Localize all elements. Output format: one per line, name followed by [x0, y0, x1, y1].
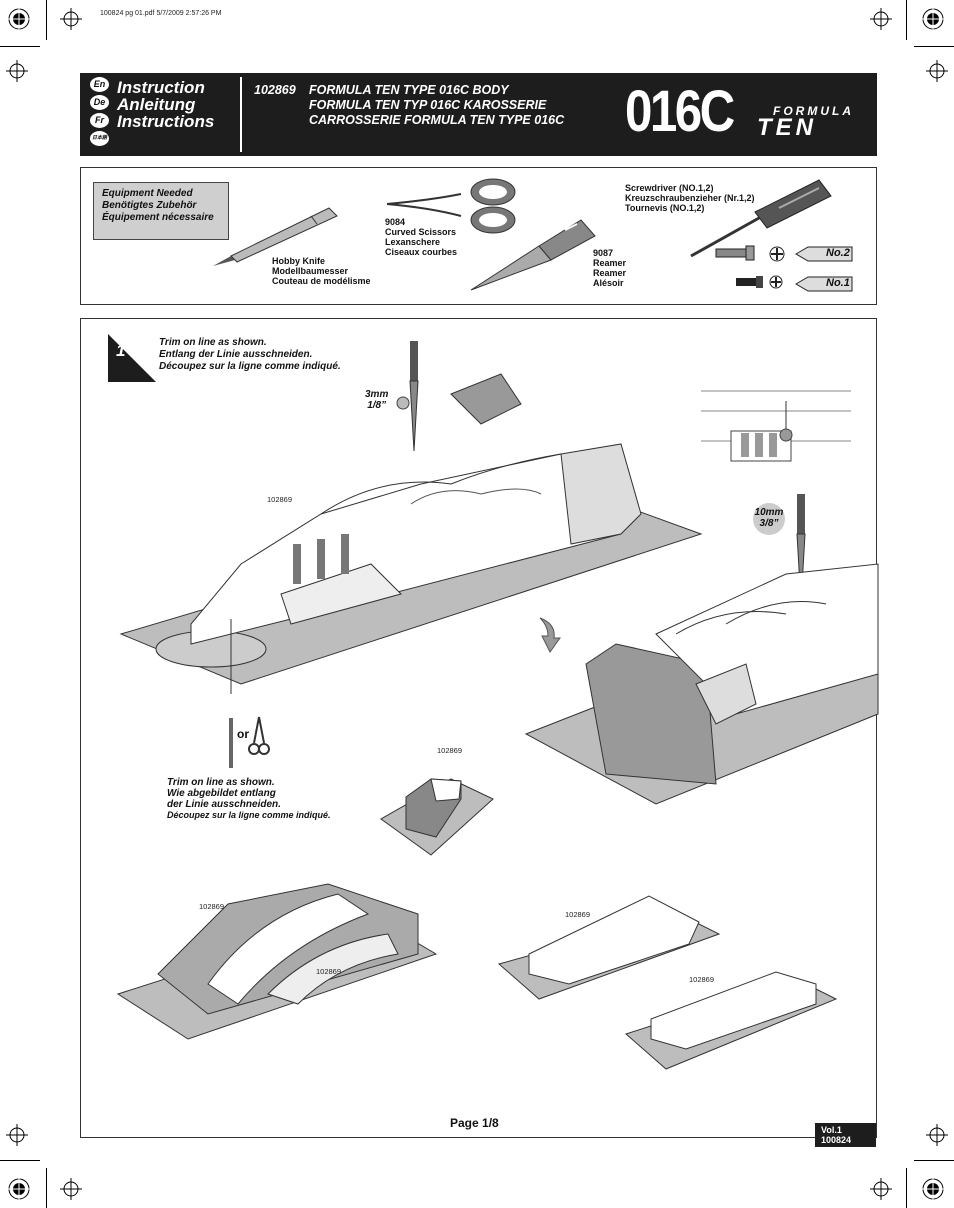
nose-part-illustration	[497, 895, 721, 1000]
crosshair-mark-icon	[60, 8, 82, 30]
hobby-knife-icon	[213, 207, 338, 266]
language-badge-de: De	[90, 95, 109, 110]
phillips-head-small-icon	[769, 275, 783, 289]
language-badge-en: En	[90, 77, 109, 92]
language-badge-fr: Fr	[90, 113, 109, 128]
equipment-heading-de: Benötigtes Zubehör	[102, 200, 197, 211]
bit-no2-icon	[795, 246, 853, 262]
equipment-panel: Equipment Needed Benötigtes Zubehör Équi…	[80, 167, 877, 305]
registration-mark-icon	[922, 8, 944, 30]
registration-mark-icon	[922, 1178, 944, 1200]
step-marker-icon	[108, 334, 156, 382]
crop-line	[0, 46, 40, 47]
equipment-heading-box: Equipment Needed Benötigtes Zubehör Équi…	[93, 182, 229, 240]
body-rear-illustration	[524, 563, 879, 805]
logo-bottom-text: TEN	[757, 114, 817, 141]
product-titles: FORMULA TEN TYPE 016C BODY FORMULA TEN T…	[309, 83, 564, 128]
crop-line	[0, 1160, 40, 1161]
or-label: or	[237, 727, 249, 741]
small-part-illustration	[380, 778, 494, 856]
part-label-small: 102869	[437, 746, 463, 755]
instruction-line-en: Instruction	[117, 78, 205, 97]
part-label-cockpit: 102869	[199, 902, 225, 911]
header-banner: En De Fr 日本語 Instruction Anleitung Instr…	[80, 73, 877, 156]
hobby-knife-label: Hobby Knife Modellbaumesser Couteau de m…	[272, 256, 371, 286]
part-number: 102869	[254, 83, 296, 97]
detail-inset-illustration	[701, 390, 851, 462]
trim-instruction-top: Trim on line as shown. Entlang der Linie…	[159, 337, 341, 372]
body-trim-illustration	[119, 373, 703, 694]
long-screw-icon	[715, 245, 755, 261]
knife-vertical-icon	[229, 718, 233, 768]
arrow-down-icon	[539, 617, 561, 653]
header-divider	[240, 77, 242, 152]
title-de: FORMULA TEN TYP 016C KAROSSERIE	[309, 98, 547, 112]
bit-no2-label: No.2	[826, 247, 850, 259]
instruction-line-fr: Instructions	[117, 112, 215, 131]
crop-line	[906, 0, 907, 40]
reamer-icon	[470, 219, 596, 291]
language-badge-ja: 日本語	[90, 131, 109, 146]
file-stamp: 100824 pg 01.pdf 5/7/2009 2:57:26 PM	[100, 10, 222, 17]
crop-line	[914, 46, 954, 47]
hole-size-small: 3mm 1/8”	[365, 389, 389, 411]
crop-line	[914, 1160, 954, 1161]
volume-badge: Vol.1 100824	[815, 1123, 876, 1147]
hole-size-large: 10mm 3/8”	[753, 503, 785, 535]
page-number: Page 1/8	[450, 1116, 499, 1130]
part-label-nose: 102869	[565, 910, 591, 919]
crosshair-mark-icon	[870, 1178, 892, 1200]
step-number: 1	[116, 341, 126, 360]
reamer-label: 9087 Reamer Reamer Alésoir	[593, 248, 627, 288]
crosshair-mark-icon	[926, 1124, 948, 1146]
part-label-main: 102869	[267, 495, 293, 504]
registration-mark-icon	[8, 8, 30, 30]
crosshair-mark-icon	[926, 60, 948, 82]
crosshair-mark-icon	[870, 8, 892, 30]
formula-ten-logo-icon: FORMULA TEN	[757, 104, 854, 141]
crop-line	[46, 0, 47, 40]
model-name: 016C	[625, 79, 735, 144]
language-badges: En De Fr 日本語	[90, 77, 112, 149]
wing-part-illustration	[625, 971, 838, 1070]
scissors-icon	[386, 178, 516, 234]
part-label-wing: 102869	[689, 975, 715, 984]
equipment-heading-en: Equipment Needed	[102, 188, 193, 199]
bit-no1-label: No.1	[826, 277, 850, 289]
cockpit-part-illustration	[116, 883, 438, 1040]
screwdriver-label: Screwdriver (NO.1,2) Kreuzschraubenziehe…	[625, 183, 755, 213]
registration-mark-icon	[8, 1178, 30, 1200]
bit-no1-icon	[795, 276, 853, 292]
phillips-head-icon	[769, 246, 785, 262]
step-panel: 1 Trim on line as shown. Entlang der Lin…	[80, 318, 879, 1147]
hole-marker-icon	[396, 396, 410, 410]
crosshair-mark-icon	[6, 1124, 28, 1146]
crop-line	[46, 1168, 47, 1208]
instruction-heading: Instruction Anleitung Instructions	[117, 79, 214, 130]
trim-instruction-bottom: Trim on line as shown. Wie abgebildet en…	[167, 777, 331, 820]
crosshair-mark-icon	[60, 1178, 82, 1200]
logo-top-text: FORMULA	[773, 104, 854, 118]
crop-line	[906, 1168, 907, 1208]
title-en: FORMULA TEN TYPE 016C BODY	[309, 83, 509, 97]
part-label-cockpit-2: 102869	[316, 967, 342, 976]
crosshair-mark-icon	[6, 60, 28, 82]
reamer-vertical-large-icon	[796, 494, 806, 605]
scissors-label: 9084 Curved Scissors Lexanschere Ciseaux…	[385, 217, 458, 257]
equipment-heading-fr: Équipement nécessaire	[102, 212, 214, 223]
screwdriver-icon	[690, 179, 832, 258]
reamer-vertical-icon	[409, 341, 419, 452]
instruction-line-de: Anleitung	[117, 95, 196, 114]
short-screw-icon	[736, 276, 763, 288]
title-fr: CARROSSERIE FORMULA TEN TYPE 016C	[309, 113, 565, 127]
scissors-vertical-icon	[248, 716, 270, 755]
